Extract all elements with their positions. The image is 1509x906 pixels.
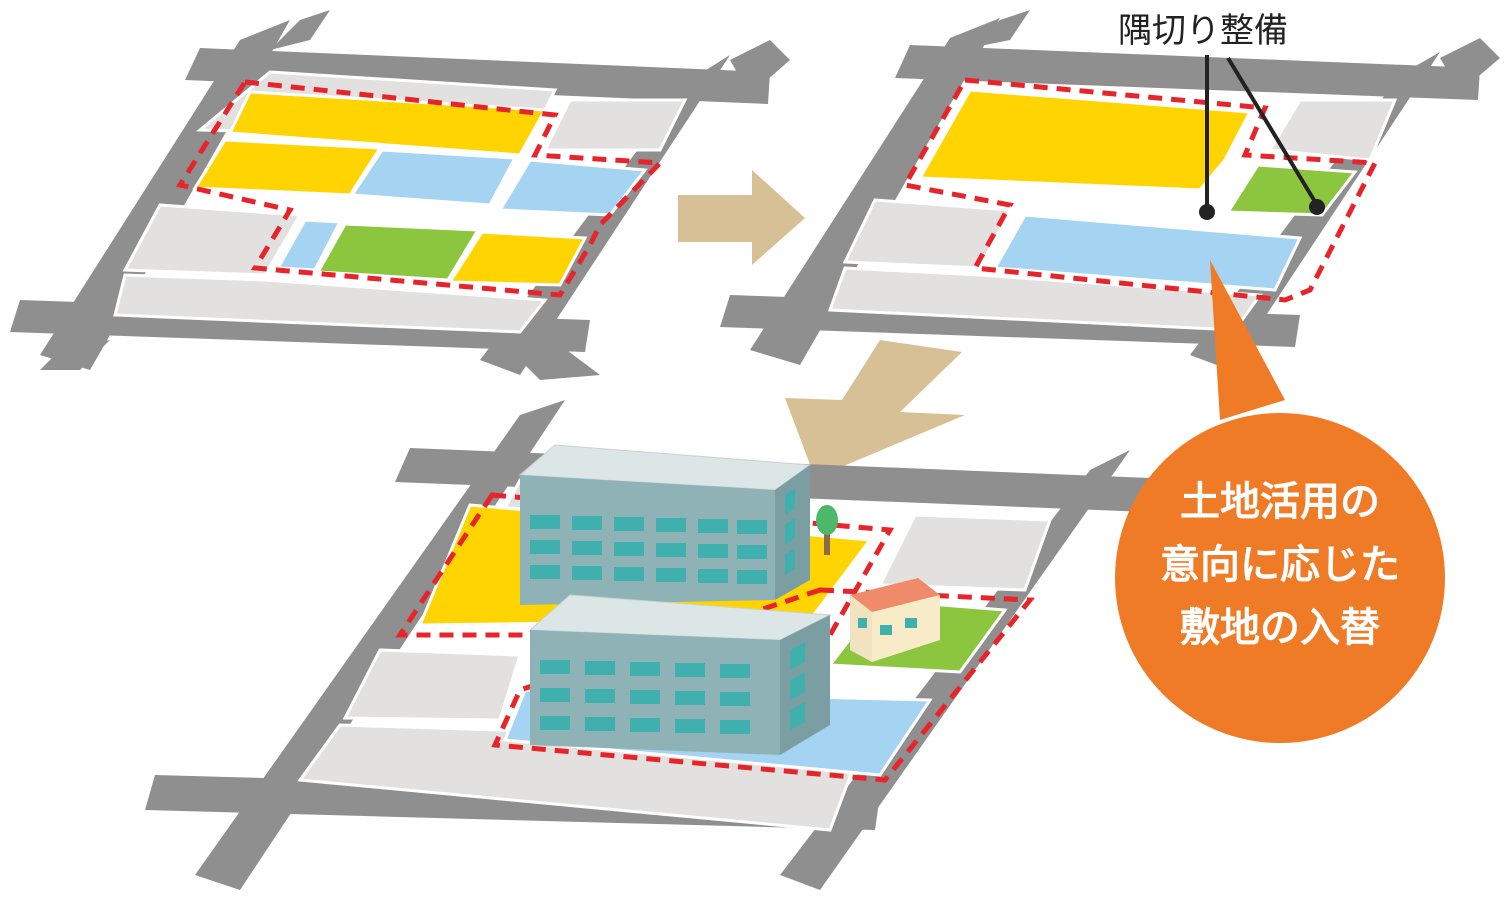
- lot-gray: [827, 266, 1263, 332]
- lot-yellow: [917, 88, 1253, 192]
- building-icon: [518, 444, 812, 605]
- lot-gray: [877, 513, 1053, 592]
- lot-gray: [122, 203, 303, 277]
- bubble-line-2: 意向に応じた: [1160, 542, 1400, 588]
- lot-green: [315, 222, 481, 282]
- panel-result: [145, 400, 1150, 890]
- corner-cut-label: 隅切り整備: [1118, 11, 1288, 51]
- lots: [113, 70, 688, 334]
- boundary-dashed: [901, 77, 1379, 303]
- lot-gray: [342, 648, 523, 722]
- lot-gray: [842, 198, 1013, 270]
- arrow-right: [678, 170, 805, 265]
- speech-bubble: 土地活用の 意向に応じた 敷地の入替: [1115, 260, 1445, 743]
- bubble-line-1: 土地活用の: [1180, 479, 1380, 525]
- house-icon: [850, 578, 940, 662]
- lot-yellow: [227, 90, 548, 157]
- lot-gray: [113, 273, 548, 334]
- bubble-line-3: 敷地の入替: [1180, 605, 1380, 651]
- lot-yellow: [447, 230, 588, 287]
- lot-gray: [542, 98, 688, 152]
- panel-before: [10, 10, 790, 380]
- lot-blue: [992, 213, 1303, 292]
- corner-callout: 隅切り整備: [1118, 11, 1325, 220]
- lots: [827, 88, 1398, 332]
- panel-after: 隅切り整備: [720, 10, 1500, 370]
- tree-icon: [816, 505, 838, 555]
- lot-blue: [275, 218, 343, 272]
- lot-blue: [349, 148, 518, 207]
- building-icon: [528, 594, 832, 755]
- boundary-dashed: [175, 79, 666, 298]
- arrow-down: [785, 340, 965, 478]
- lot-yellow: [192, 138, 383, 197]
- lot-gray: [1267, 98, 1398, 162]
